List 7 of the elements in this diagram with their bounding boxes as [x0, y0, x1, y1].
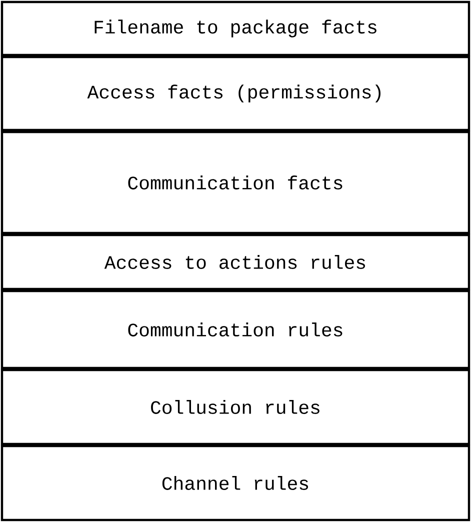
layer-box: Access facts (permissions) [0, 56, 470, 132]
layer-box: Communication facts [0, 130, 470, 234]
layer-box: Collusion rules [0, 368, 470, 446]
layer-box: Channel rules [0, 444, 470, 522]
layer-box: Filename to package facts [0, 0, 470, 56]
layer-box: Access to actions rules [0, 234, 470, 290]
layer-box: Communication rules [0, 290, 470, 370]
